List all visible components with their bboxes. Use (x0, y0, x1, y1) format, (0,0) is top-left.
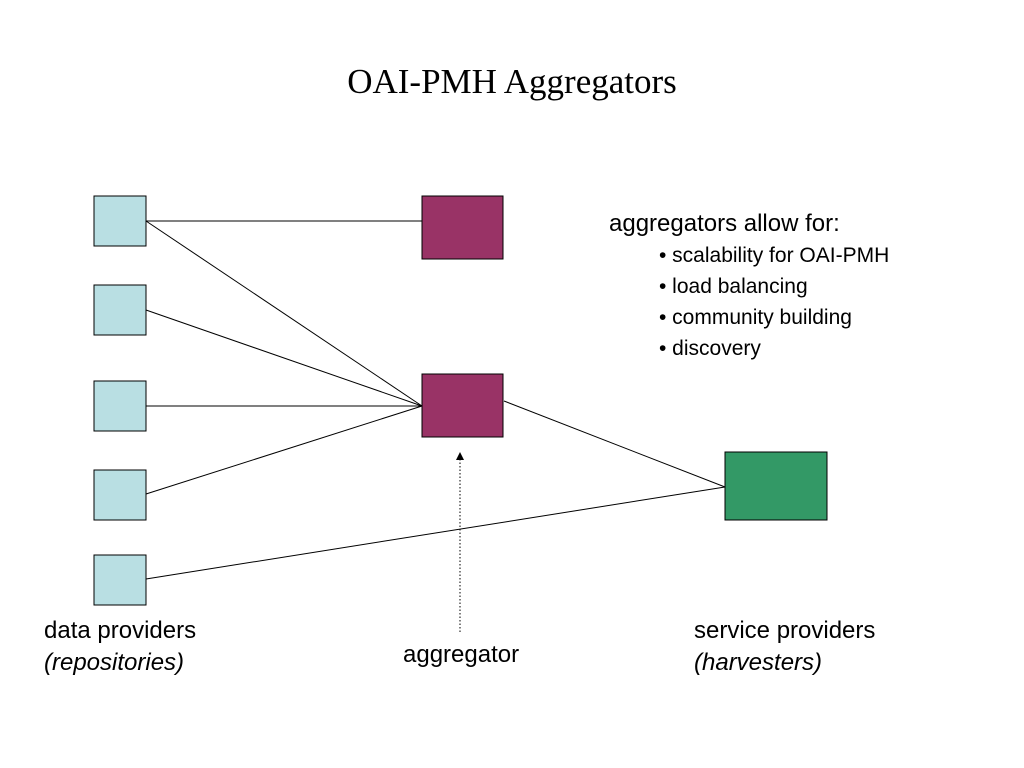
connection-line (145, 309, 423, 407)
connection-line (145, 220, 423, 407)
benefits-heading: aggregators allow for: (609, 210, 840, 237)
list-item: • discovery (659, 337, 761, 360)
aggregator-benefits: aggregators allow for: • scalability for… (609, 208, 889, 364)
data-providers-label: data providers (repositories) (44, 615, 196, 679)
data-provider-box (93, 380, 147, 432)
data-provider-box (93, 284, 147, 336)
data-provider-box (93, 469, 147, 521)
slide-title: OAI-PMH Aggregators (347, 62, 677, 101)
data-providers-subtitle: (repositories) (44, 649, 185, 676)
connection-line (145, 405, 423, 495)
benefits-list: • scalability for OAI-PMH • load balanci… (609, 240, 889, 364)
list-item: • load balancing (659, 275, 808, 298)
list-item: • community building (659, 306, 852, 329)
data-provider-box (93, 195, 147, 247)
data-provider-box (93, 554, 147, 606)
aggregator-box (421, 195, 504, 260)
data-providers-title: data providers (44, 617, 197, 644)
connection-line (145, 486, 726, 580)
aggregator-label: aggregator (403, 641, 520, 668)
connection-line (503, 400, 726, 488)
list-item: • scalability for OAI-PMH (659, 244, 890, 267)
service-providers-subtitle: (harvesters) (694, 649, 823, 676)
service-providers-title: service providers (694, 617, 876, 644)
service-provider-box (724, 451, 828, 521)
service-providers-label: service providers (harvesters) (694, 615, 875, 679)
aggregator-box (421, 373, 504, 438)
